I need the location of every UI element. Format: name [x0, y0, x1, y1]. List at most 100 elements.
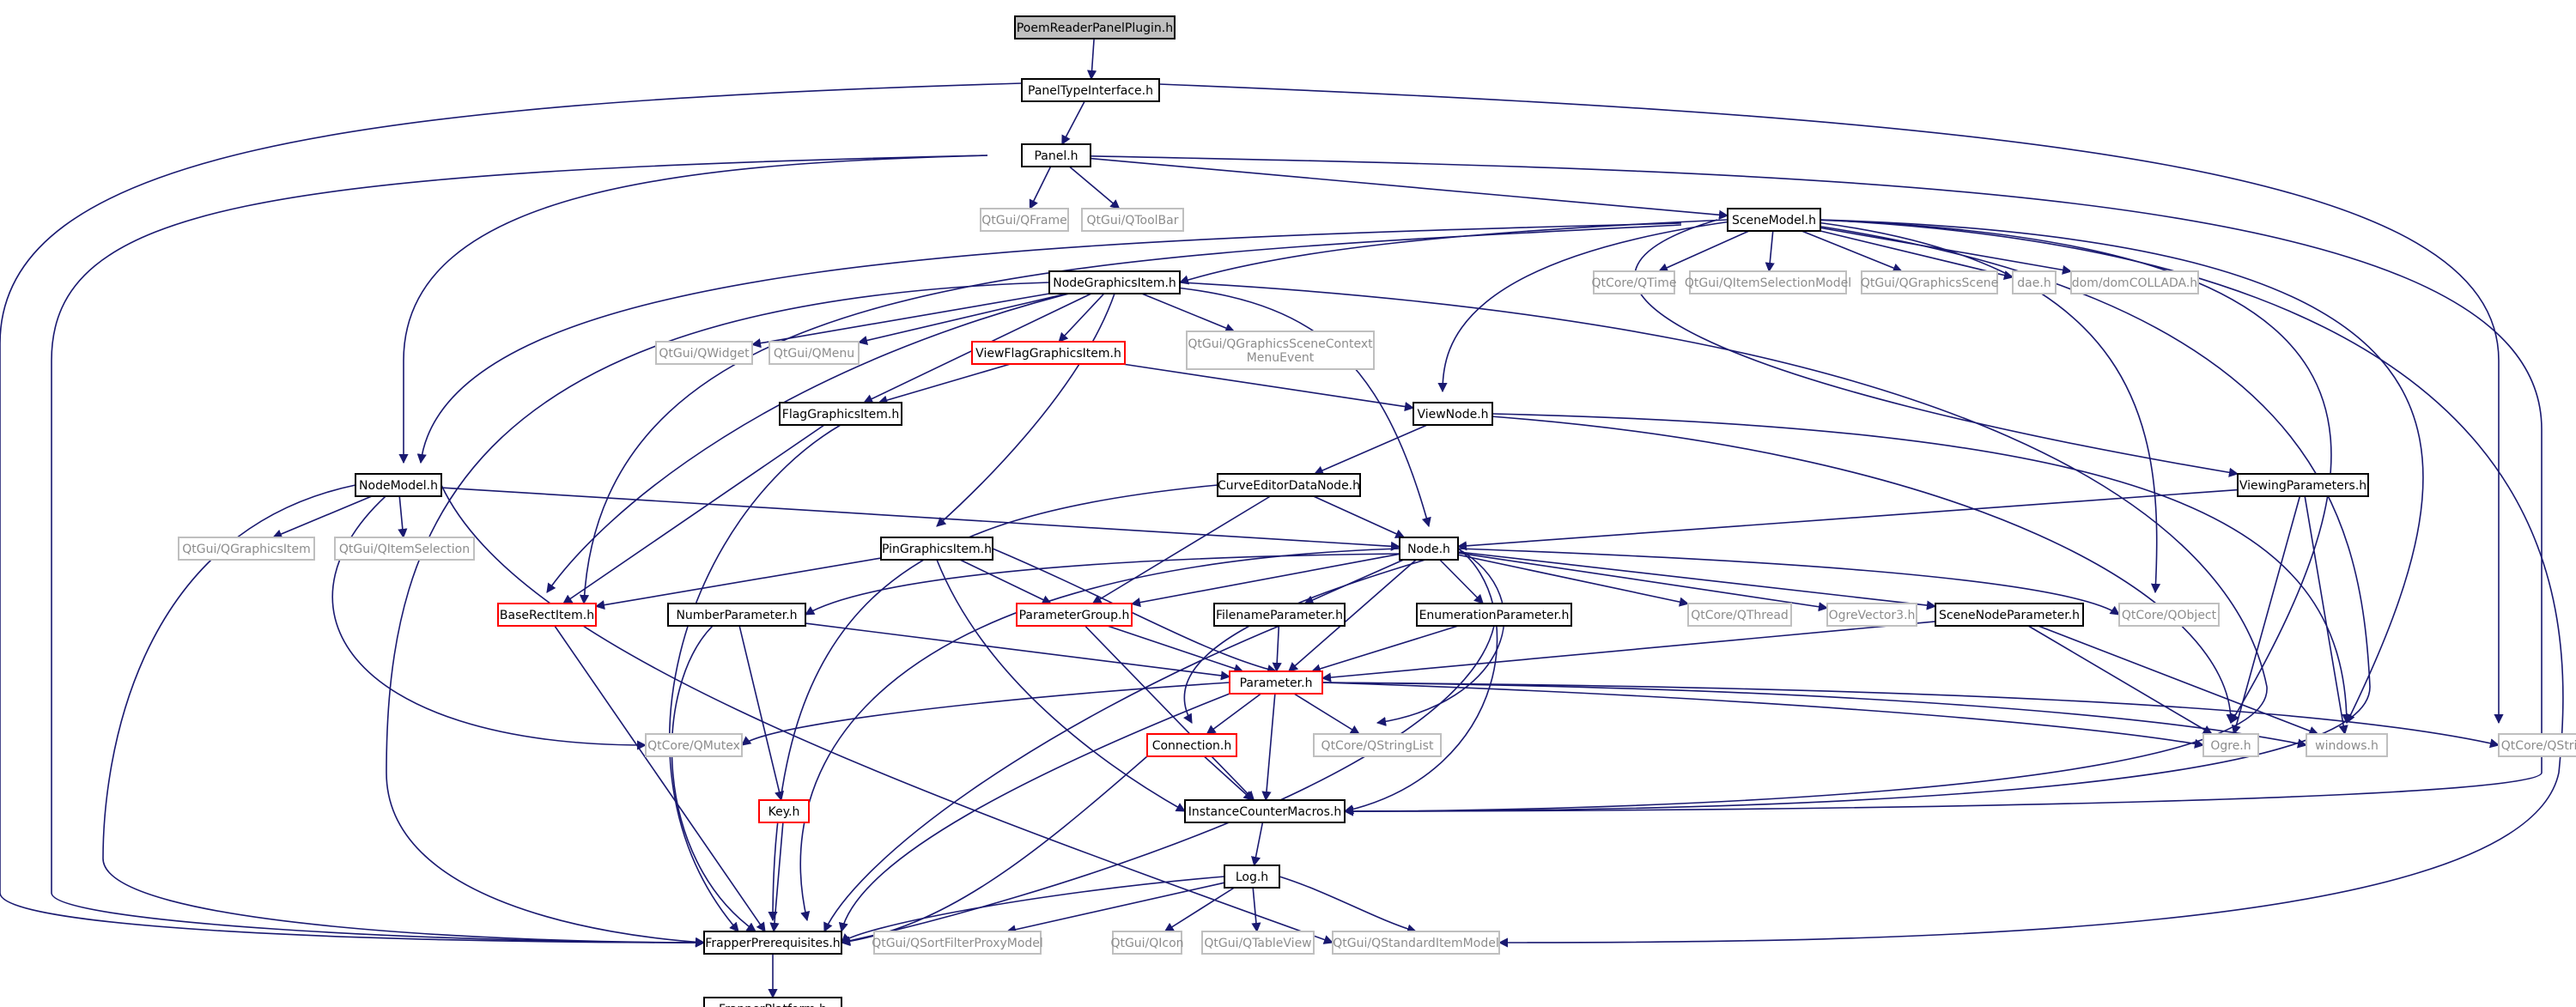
node-label: QtGui/QFrame — [981, 214, 1066, 227]
node-label: windows.h — [2315, 739, 2379, 753]
node-box — [1021, 143, 1091, 167]
edge-NodeGraphicsItem-to-PinGraphicsItem — [936, 293, 1115, 527]
edge-NodeModel-to-QStandardItemModel — [440, 484, 1334, 944]
node-Node[interactable]: Node.h — [1399, 537, 1459, 561]
node-label: Panel.h — [1034, 149, 1078, 163]
node-NodeModel[interactable]: NodeModel.h — [355, 473, 442, 497]
node-ParameterGroup[interactable]: ParameterGroup.h — [1016, 603, 1133, 627]
node-PanelTypeInterface[interactable]: PanelTypeInterface.h — [1021, 78, 1160, 102]
node-CurveEditorDataNode[interactable]: CurveEditorDataNode.h — [1217, 473, 1361, 497]
edge-Node-to-FilenameParameter — [1303, 559, 1404, 605]
node-QWidget: QtGui/QWidget — [655, 341, 753, 365]
node-Connection[interactable]: Connection.h — [1146, 733, 1237, 757]
node-box — [334, 537, 475, 561]
edge-NodeModel-to-QGraphicsItem — [272, 495, 373, 539]
edge-PinGraphicsItem-to-BaseRectItem — [594, 557, 882, 610]
node-PoemReaderPanelPlugin[interactable]: PoemReaderPanelPlugin.h — [1014, 15, 1176, 39]
node-QStandardItemModel: QtGui/QStandardItemModel — [1332, 931, 1500, 955]
edge-SceneModel-to-QTime — [1658, 230, 1750, 272]
node-box — [355, 473, 442, 497]
nodes-layer: PoemReaderPanelPlugin.hPanelTypeInterfac… — [178, 15, 2576, 1007]
node-label: InstanceCounterMacros.h — [1188, 805, 1341, 819]
edge-Node-to-NumberParameter — [805, 553, 1400, 616]
edge-Connection-to-FrapperPrerequisites — [840, 755, 1148, 947]
node-box — [873, 931, 1042, 955]
node-label: FrapperPlatform.h — [719, 1003, 827, 1007]
edge-PinGraphicsItem-to-InstanceCounterMacros — [936, 559, 1186, 812]
node-ViewNode[interactable]: ViewNode.h — [1413, 402, 1493, 426]
node-QSortFilterProxyModel: QtGui/QSortFilterProxyModel — [872, 931, 1043, 955]
node-box — [1048, 270, 1181, 294]
node-ViewingParameters[interactable]: ViewingParameters.h — [2237, 473, 2369, 497]
node-box — [779, 402, 902, 426]
node-box — [2306, 733, 2388, 757]
edge-InstanceCounterMacros-to-Log — [1251, 822, 1264, 867]
edge-Node-to-OgreVector3 — [1457, 552, 1829, 612]
node-QItemSelection: QtGui/QItemSelection — [334, 537, 475, 561]
edge-ViewingParameters-to-windows — [2304, 495, 2348, 736]
node-Key[interactable]: Key.h — [758, 799, 810, 823]
node-box — [497, 603, 597, 627]
node-box — [2070, 270, 2199, 294]
node-Ogre: Ogre.h — [2202, 733, 2259, 757]
node-NodeGraphicsItem[interactable]: NodeGraphicsItem.h — [1048, 270, 1181, 294]
node-box — [655, 341, 753, 365]
edge-Panel-to-SceneModel — [1090, 157, 1729, 220]
node-box — [980, 208, 1069, 232]
node-QGraphicsScene: QtGui/QGraphicsScene — [1861, 270, 1998, 294]
edge-Parameter-to-Ogre — [1321, 682, 2205, 749]
node-BaseRectItem[interactable]: BaseRectItem.h — [497, 603, 597, 627]
edge-SceneModel-to-ViewNode — [1437, 219, 1744, 393]
edge-Parameter-to-QString — [1321, 682, 2500, 749]
edge-Panel-to-InstanceCounterMacros — [1055, 155, 2543, 816]
edge-Log-to-FrapperPrerequisites — [841, 876, 1225, 943]
node-Panel[interactable]: Panel.h — [1021, 143, 1091, 167]
edge-PanelTypeInterface-to-QString — [1158, 83, 2504, 725]
node-box — [1229, 670, 1323, 695]
node-label: PinGraphicsItem.h — [882, 543, 992, 556]
node-NumberParameter[interactable]: NumberParameter.h — [667, 603, 806, 627]
node-PinGraphicsItem[interactable]: PinGraphicsItem.h — [880, 537, 993, 561]
node-FrapperPrerequisites[interactable]: FrapperPrerequisites.h — [703, 931, 842, 955]
node-box — [1014, 15, 1176, 39]
edge-PinGraphicsItem-to-Parameter — [992, 548, 1278, 674]
node-ViewFlagGraphicsItem[interactable]: ViewFlagGraphicsItem.h — [971, 341, 1126, 365]
edge-NumberParameter-to-Key — [738, 625, 784, 802]
node-label: FrapperPrerequisites.h — [705, 937, 840, 950]
node-Parameter[interactable]: Parameter.h — [1229, 670, 1323, 695]
node-box — [2237, 473, 2369, 497]
node-Log[interactable]: Log.h — [1224, 864, 1280, 889]
node-InstanceCounterMacros[interactable]: InstanceCounterMacros.h — [1184, 799, 1346, 823]
node-label: QtGui/QTableView — [1204, 937, 1311, 950]
node-FrapperPlatform[interactable]: FrapperPlatform.h — [703, 997, 842, 1007]
node-QMutex: QtCore/QMutex — [645, 733, 743, 757]
edges-layer — [0, 38, 2564, 999]
edge-SceneModel-to-InstanceCounterMacros — [1343, 219, 2371, 816]
node-QItemSelectionModel: QtGui/QItemSelectionModel — [1685, 270, 1851, 294]
node-box — [1689, 270, 1847, 294]
node-label: NodeGraphicsItem.h — [1053, 276, 1176, 290]
node-label: QtGui/QStandardItemModel — [1333, 937, 1498, 950]
node-SceneNodeParameter[interactable]: SceneNodeParameter.h — [1935, 603, 2084, 627]
edge-Parameter-to-Connection — [1206, 693, 1262, 735]
node-label: QtGui/QGraphicsItem — [182, 543, 311, 556]
edge-ViewingParameters-to-Node — [1456, 488, 2239, 551]
node-FlagGraphicsItem[interactable]: FlagGraphicsItem.h — [779, 402, 902, 426]
node-box — [758, 799, 810, 823]
edge-Panel-to-QToolBar — [1068, 166, 1121, 209]
edge-Node-to-QObject — [1457, 548, 2120, 616]
edge-CurveEditorDataNode-to-ParameterGroup — [1091, 495, 1271, 604]
edge-EnumerationParameter-to-FrapperPrerequisites — [840, 625, 1495, 946]
node-EnumerationParameter[interactable]: EnumerationParameter.h — [1416, 603, 1572, 627]
node-label: QtCore/QThread — [1691, 609, 1789, 622]
node-box — [1081, 208, 1184, 232]
edge-NodeGraphicsItem-to-FrapperPrerequisites — [386, 282, 1050, 947]
edge-Parameter-to-InstanceCounterMacros — [1261, 693, 1276, 802]
edge-SceneNodeParameter-to-Parameter — [1321, 621, 1936, 682]
node-SceneModel[interactable]: SceneModel.h — [1727, 208, 1821, 232]
edge-NodeModel-to-FrapperPrerequisites — [102, 484, 706, 948]
edge-SceneModel-to-NumberParameter — [579, 224, 1682, 605]
edge-CurveEditorDataNode-to-Node — [1313, 495, 1406, 538]
node-FilenameParameter[interactable]: FilenameParameter.h — [1213, 603, 1346, 627]
